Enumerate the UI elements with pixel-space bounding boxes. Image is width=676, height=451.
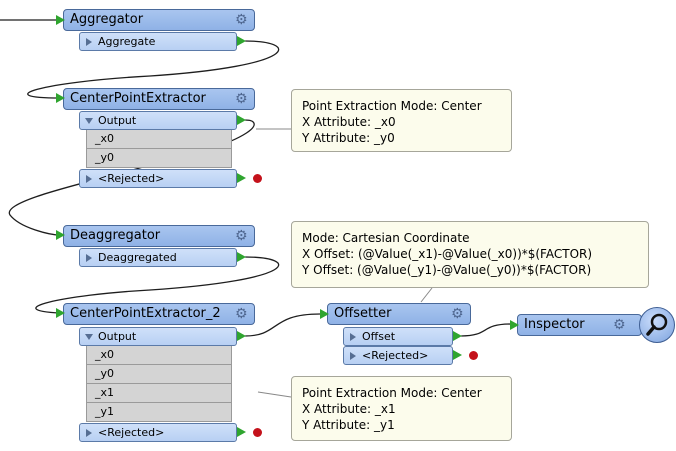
note3-pointer xyxy=(257,391,292,398)
aggregator-title: Aggregator xyxy=(70,12,144,27)
note-line: Point Extraction Mode: Center xyxy=(302,386,482,400)
note-line: X Attribute: _x1 xyxy=(302,402,396,416)
note-line: Point Extraction Mode: Center xyxy=(302,99,482,113)
deaggregated-output-connector[interactable] xyxy=(237,252,246,262)
port-label: Offset xyxy=(362,330,396,343)
note-line: Y Attribute: _y0 xyxy=(302,131,395,145)
center2-port-output[interactable]: Output xyxy=(79,327,237,346)
center1-title: CenterPointExtractor xyxy=(70,91,206,106)
offsetter-port-rejected[interactable]: <Rejected> xyxy=(343,346,453,365)
gear-icon[interactable]: ⚙ xyxy=(235,91,248,107)
note-line: Mode: Cartesian Coordinate xyxy=(302,231,470,245)
inspector-input-port[interactable] xyxy=(510,320,519,330)
port-label: <Rejected> xyxy=(98,426,165,439)
center1-rejected-connector[interactable] xyxy=(237,173,246,183)
aggregator-input-port[interactable] xyxy=(56,15,65,25)
center2-input-port[interactable] xyxy=(56,308,65,318)
annotation-note-1[interactable]: Point Extraction Mode: Center X Attribut… xyxy=(291,89,512,152)
gear-icon[interactable]: ⚙ xyxy=(235,306,248,322)
rejected-terminator-dot xyxy=(253,428,262,437)
note-line: Y Offset: (@Value(_y1)-@Value(_y0))*$(FA… xyxy=(302,263,592,277)
inspector-transformer[interactable]: Inspector ⚙ xyxy=(517,314,642,336)
wire-offsetter-inspector xyxy=(460,323,512,337)
deaggregator-input-port[interactable] xyxy=(56,230,65,240)
deaggregator-port-deaggregated[interactable]: Deaggregated xyxy=(79,248,237,267)
gear-icon[interactable]: ⚙ xyxy=(235,228,248,244)
attribute-row: _y0 xyxy=(86,365,232,384)
collapse-triangle-icon xyxy=(350,333,356,341)
center2-port-rejected[interactable]: <Rejected> xyxy=(79,423,237,442)
offsetter-transformer[interactable]: Offsetter ⚙ xyxy=(327,303,471,325)
annotation-note-3[interactable]: Point Extraction Mode: Center X Attribut… xyxy=(291,376,512,441)
gear-icon[interactable]: ⚙ xyxy=(235,12,248,28)
port-label: <Rejected> xyxy=(98,172,165,185)
collapse-triangle-icon xyxy=(350,352,356,360)
attribute-row: _x0 xyxy=(86,346,232,365)
deaggregator-title: Deaggregator xyxy=(70,228,161,243)
attribute-row: _y0 xyxy=(86,149,232,168)
expand-triangle-icon xyxy=(85,118,93,124)
gear-icon[interactable]: ⚙ xyxy=(613,317,626,333)
port-label: <Rejected> xyxy=(362,349,429,362)
collapse-triangle-icon xyxy=(86,38,92,46)
attribute-name: _x0 xyxy=(95,132,115,145)
aggregator-transformer[interactable]: Aggregator ⚙ xyxy=(63,9,255,31)
center1-output-connector[interactable] xyxy=(237,115,246,125)
port-label: Output xyxy=(98,330,137,343)
center1-input-port[interactable] xyxy=(56,93,65,103)
magnifier-glyph xyxy=(646,313,668,336)
offsetter-title: Offsetter xyxy=(334,306,392,321)
collapse-triangle-icon xyxy=(86,175,92,183)
note-line: X Offset: (@Value(_x1)-@Value(_x0))*$(FA… xyxy=(302,247,593,261)
note-line: Y Attribute: _y1 xyxy=(302,418,395,432)
center2-output-connector[interactable] xyxy=(237,331,246,341)
attribute-name: _y0 xyxy=(95,367,115,380)
center2-rejected-connector[interactable] xyxy=(237,427,246,437)
offsetter-port-offset[interactable]: Offset xyxy=(343,327,453,346)
rejected-terminator-dot xyxy=(253,174,262,183)
collapse-triangle-icon xyxy=(86,429,92,437)
wire-center2-offsetter xyxy=(244,313,321,337)
port-label: Deaggregated xyxy=(98,251,177,264)
deaggregator-transformer[interactable]: Deaggregator ⚙ xyxy=(63,225,255,247)
note-line: X Attribute: _x0 xyxy=(302,115,396,129)
port-label: Output xyxy=(98,114,137,127)
center-point-extractor-2-transformer[interactable]: CenterPointExtractor_2 ⚙ xyxy=(63,303,255,325)
center2-title: CenterPointExtractor_2 xyxy=(70,306,221,321)
annotation-note-2[interactable]: Mode: Cartesian Coordinate X Offset: (@V… xyxy=(291,221,649,288)
attribute-name: _y0 xyxy=(95,151,115,164)
port-label: Aggregate xyxy=(98,35,156,48)
note2-pointer xyxy=(420,287,433,303)
attribute-row: _x1 xyxy=(86,384,232,403)
magnifier-icon[interactable] xyxy=(639,307,675,343)
collapse-triangle-icon xyxy=(86,254,92,262)
center1-port-output[interactable]: Output xyxy=(79,111,237,130)
expand-triangle-icon xyxy=(85,334,93,340)
attribute-row: _y1 xyxy=(86,403,232,422)
attribute-row: _x0 xyxy=(86,130,232,149)
offsetter-rejected-connector[interactable] xyxy=(453,350,462,360)
rejected-terminator-dot xyxy=(469,351,478,360)
center-point-extractor-transformer[interactable]: CenterPointExtractor ⚙ xyxy=(63,88,255,110)
aggregator-port-aggregate[interactable]: Aggregate xyxy=(79,32,237,51)
offsetter-input-port[interactable] xyxy=(320,309,329,319)
offset-output-connector[interactable] xyxy=(453,331,462,341)
attribute-name: _x0 xyxy=(95,348,115,361)
attribute-name: _y1 xyxy=(95,405,115,418)
aggregate-output-connector[interactable] xyxy=(237,36,246,46)
attribute-name: _x1 xyxy=(95,386,115,399)
gear-icon[interactable]: ⚙ xyxy=(451,306,464,322)
inspector-title: Inspector xyxy=(524,317,585,332)
center1-port-rejected[interactable]: <Rejected> xyxy=(79,169,237,188)
